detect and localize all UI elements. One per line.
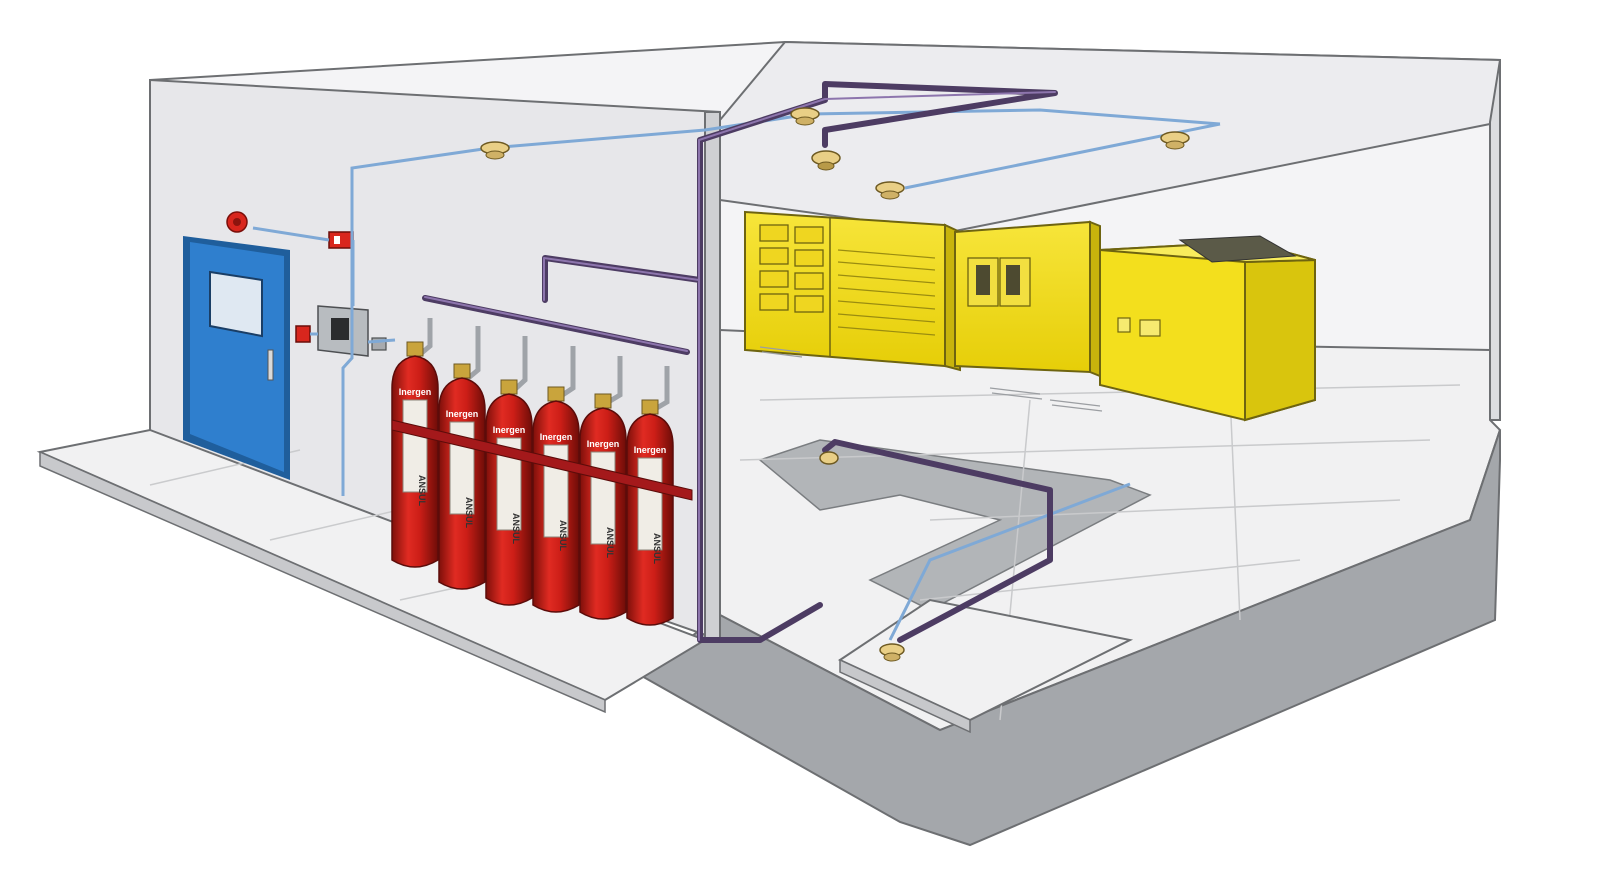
cylinder-tag-label: ANSUL bbox=[464, 497, 474, 529]
discharge-piping-highlight bbox=[424, 91, 1056, 641]
cylinder-tag-label: ANSUL bbox=[558, 520, 568, 552]
discharge-nozzle-icon bbox=[811, 150, 841, 171]
server-cabinet-bank bbox=[744, 210, 961, 372]
cylinder-valve bbox=[641, 399, 659, 415]
smoke-detector-icon bbox=[1160, 131, 1190, 150]
hvac-control-display bbox=[1178, 235, 1297, 263]
cylinder-valve bbox=[453, 363, 471, 379]
cylinder-brand-label: Inergen bbox=[540, 432, 573, 442]
cylinder-brand-label: Inergen bbox=[634, 445, 667, 455]
ups-unit bbox=[954, 220, 1101, 378]
cylinder-brand-label: Inergen bbox=[493, 425, 526, 435]
smoke-detector-icon bbox=[480, 141, 510, 160]
cylinder-valve bbox=[500, 379, 518, 395]
smoke-detectors bbox=[480, 107, 1190, 662]
alarm-bell-icon bbox=[226, 211, 248, 233]
void-channel bbox=[758, 439, 1152, 611]
discharge-nozzle-icon bbox=[819, 451, 839, 465]
cylinder-label-panel bbox=[402, 399, 428, 493]
door-handle[interactable] bbox=[267, 349, 274, 381]
cylinder-brand-label: Inergen bbox=[446, 409, 479, 419]
smoke-detector-icon bbox=[875, 181, 905, 200]
manual-pull-station-icon[interactable] bbox=[295, 325, 311, 343]
right-wall bbox=[1489, 59, 1501, 421]
cylinder-label-panel bbox=[637, 457, 663, 551]
smoke-detector-icon bbox=[879, 643, 905, 662]
floor-vents bbox=[759, 346, 1103, 412]
cylinder-brand-label: Inergen bbox=[587, 439, 620, 449]
cylinder-restraint-bar bbox=[391, 419, 693, 501]
door-window bbox=[209, 270, 263, 338]
cylinder-valve bbox=[594, 393, 612, 409]
cylinder-tag-label: ANSUL bbox=[417, 475, 427, 507]
door[interactable] bbox=[183, 236, 290, 480]
cylinder-tag-label: ANSUL bbox=[511, 513, 521, 545]
cylinder-bank: InergenANSULInergenANSULInergenANSULIner… bbox=[391, 341, 674, 626]
cylinder-tag-label: ANSUL bbox=[652, 533, 662, 565]
raised-floor-void bbox=[638, 429, 1501, 847]
partition-wall bbox=[704, 111, 721, 641]
smoke-detector-icon bbox=[790, 107, 820, 126]
cylinder-valve bbox=[547, 386, 565, 402]
cylinder-brand-label: Inergen bbox=[399, 387, 432, 397]
hvac-crac-unit bbox=[1099, 235, 1316, 422]
cylinder-tag-label: ANSUL bbox=[605, 527, 615, 559]
strobe-horn-icon bbox=[328, 231, 354, 249]
cylinder-valve bbox=[406, 341, 424, 357]
